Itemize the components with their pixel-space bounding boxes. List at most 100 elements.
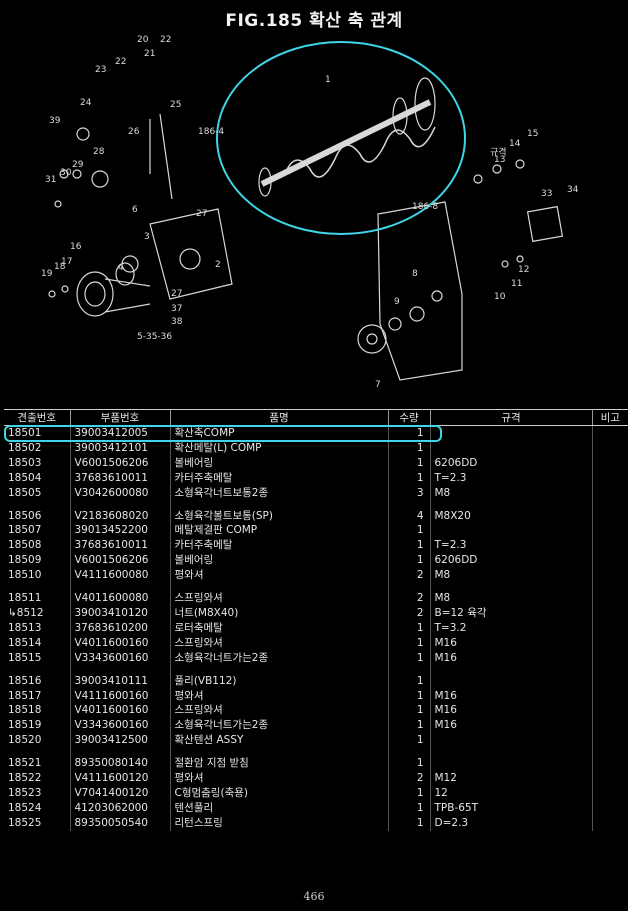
cell-note xyxy=(592,771,628,786)
cell-spec: B=12 육각 xyxy=(430,605,593,621)
column-header: 수량 xyxy=(388,409,431,426)
cell-name: 풀리(VB112) xyxy=(170,673,389,689)
cell-qty: 1 xyxy=(388,718,431,734)
cell-note xyxy=(592,651,628,666)
cell-name: 볼베어링 xyxy=(170,553,389,569)
cell-note xyxy=(592,674,628,689)
callout: 186-4 xyxy=(198,127,224,137)
callout: 29 xyxy=(72,160,84,170)
exploded-parts-diagram: 1 2 3 4 5-35-36 6 7 8 9 10 11 12 13 14 1… xyxy=(41,35,579,390)
side-plate-drawing xyxy=(377,201,463,381)
group-spacer xyxy=(4,665,628,674)
cell-spec xyxy=(430,440,593,456)
bracket-plate-drawing xyxy=(149,113,233,300)
cell-part: 89350080140 xyxy=(70,756,171,772)
cell-part: 39003412500 xyxy=(70,733,171,749)
cell-no: 18501 xyxy=(4,425,71,441)
column-header: 견출번호 xyxy=(4,409,71,426)
cell-part: 39003412005 xyxy=(70,425,171,441)
cell-qty: 1 xyxy=(388,650,431,666)
cell-spec: 6206DD xyxy=(430,553,593,569)
cell-qty: 1 xyxy=(388,688,431,704)
cell-name: 소형육각볼트보통(SP) xyxy=(170,508,389,524)
cell-part: 41203062000 xyxy=(70,800,171,816)
cell-spec: M16 xyxy=(430,718,593,734)
group-spacer xyxy=(4,583,628,592)
cell-note xyxy=(592,733,628,748)
callout: 6 xyxy=(132,205,138,215)
cell-name: 리턴스프링 xyxy=(170,815,389,831)
callout: 28 xyxy=(93,147,105,157)
cell-note xyxy=(592,523,628,538)
cell-note xyxy=(592,426,628,441)
cell-note xyxy=(592,703,628,718)
callout: 37 xyxy=(171,304,182,314)
callout: 5-35-36 xyxy=(137,332,172,342)
cell-note xyxy=(592,471,628,486)
callout: 22 xyxy=(115,57,126,67)
callout: 17 xyxy=(61,257,72,267)
cell-spec: 12 xyxy=(430,785,593,801)
cell-part: 39003412101 xyxy=(70,440,171,456)
page-number: 466 xyxy=(303,890,325,903)
pulley-drawing xyxy=(76,262,151,317)
cell-no: 18508 xyxy=(4,538,71,554)
cell-name: 카터주축메탈 xyxy=(170,470,389,486)
column-header: 부품번호 xyxy=(70,409,171,426)
cell-note xyxy=(592,456,628,471)
cell-name: 텐션풀리 xyxy=(170,800,389,816)
cell-spec: T=2.3 xyxy=(430,538,593,554)
cell-note xyxy=(592,756,628,771)
cell-spec: M8 xyxy=(430,591,593,606)
cell-part: V4111600120 xyxy=(70,771,171,786)
small-parts-drawing xyxy=(48,127,564,354)
cell-name: 평와셔 xyxy=(170,771,389,786)
cell-note xyxy=(592,486,628,501)
column-header: 품명 xyxy=(170,409,389,426)
cell-name: 소형육각너트보통2종 xyxy=(170,485,389,501)
cell-name: 확산축COMP xyxy=(170,425,389,441)
callout: 24 xyxy=(80,98,92,108)
cell-note xyxy=(592,568,628,583)
cell-spec xyxy=(430,756,593,772)
cell-qty: 1 xyxy=(388,800,431,816)
cell-qty: 1 xyxy=(388,785,431,801)
cell-no: 18503 xyxy=(4,455,71,471)
cell-spec: D=2.3 xyxy=(430,815,593,831)
cell-no: 18516 xyxy=(4,673,71,689)
column-header: 규격 xyxy=(430,409,593,426)
cell-no: 18520 xyxy=(4,733,71,749)
callout: 20 xyxy=(137,35,149,45)
cell-name: 절환암 지점 받침 xyxy=(170,756,389,772)
callout: 27 xyxy=(196,209,207,219)
cell-part: 39003410111 xyxy=(70,673,171,689)
cell-note xyxy=(592,553,628,568)
callout: 16 xyxy=(70,242,82,252)
cell-part: 37683610200 xyxy=(70,620,171,636)
cell-qty: 2 xyxy=(388,591,431,606)
cell-qty: 1 xyxy=(388,620,431,636)
cell-note xyxy=(592,718,628,733)
callout: 23 xyxy=(95,65,106,75)
cell-note xyxy=(592,636,628,651)
cell-spec: 6206DD xyxy=(430,455,593,471)
cell-no: 18510 xyxy=(4,568,71,584)
callout: 1 xyxy=(325,75,331,85)
callout: 22 xyxy=(160,35,171,45)
callout: 11 xyxy=(511,279,522,289)
cell-qty: 1 xyxy=(388,733,431,749)
cell-no: 18513 xyxy=(4,620,71,636)
